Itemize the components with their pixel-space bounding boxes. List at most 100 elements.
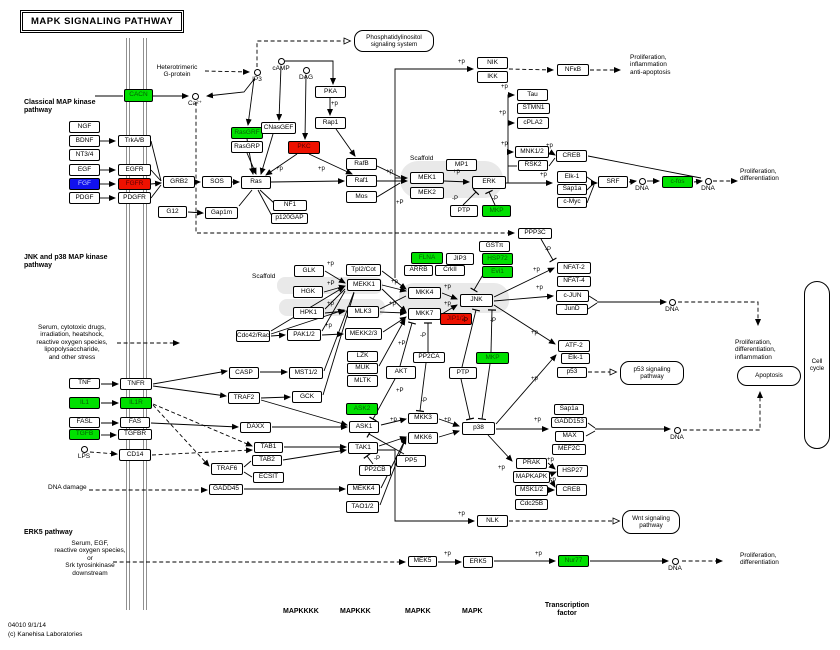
node-p38[interactable]: p38 (462, 422, 495, 435)
node-nik[interactable]: NIK (477, 57, 508, 69)
node-daxx[interactable]: DAXX (240, 422, 271, 433)
pathway-ref-wnt-signaling[interactable]: Wnt signaling pathway (622, 510, 680, 534)
node-pp2ca[interactable]: PP2CA (413, 352, 445, 363)
node-tak1[interactable]: TAK1 (348, 442, 378, 454)
node-cpla2[interactable]: cPLA2 (517, 117, 549, 129)
node-tau[interactable]: Tau (517, 89, 548, 101)
node-arrb[interactable]: ARRB (404, 265, 433, 276)
node-ecsit[interactable]: ECSIT (253, 472, 284, 483)
node-pp2cb[interactable]: PP2CB (359, 465, 391, 476)
node-jund[interactable]: JunD (556, 304, 588, 315)
node-gadd153[interactable]: GADD153 (551, 417, 587, 428)
node-akt[interactable]: AKT (386, 366, 416, 379)
node-mst1-2[interactable]: MST1/2 (289, 367, 323, 379)
node-tgfb[interactable]: TGFB (69, 429, 100, 440)
node-sap1a[interactable]: Sap1a (557, 184, 587, 195)
node-mapkapk[interactable]: MAPKAPK (513, 471, 550, 483)
node-gck[interactable]: GCK (292, 391, 322, 403)
node-nfat-4[interactable]: NFAT-4 (557, 276, 591, 287)
node-erk[interactable]: ERK (472, 176, 506, 189)
node-muk[interactable]: MUK (347, 363, 378, 374)
node-creb[interactable]: CREB (556, 150, 587, 162)
node-ask2[interactable]: ASK2 (346, 403, 378, 415)
node-cdc42-rac[interactable]: Cdc42/Rac (236, 330, 270, 342)
node-egf[interactable]: EGF (69, 164, 100, 176)
node-tnfr[interactable]: TNFR (120, 378, 152, 390)
node-tab1[interactable]: TAB1 (254, 442, 283, 453)
node-jip3[interactable]: JIP3 (446, 253, 474, 265)
node-mkp[interactable]: MKP (482, 205, 511, 217)
node-cacn[interactable]: CACN (124, 89, 153, 102)
node-jip1-2[interactable]: JIP1/2 (440, 313, 472, 325)
node-mkk7[interactable]: MKK7 (408, 308, 441, 320)
node-pdgfr[interactable]: PDGFR (118, 192, 151, 204)
node-evi1[interactable]: Evi1 (482, 266, 513, 278)
node-crkii[interactable]: CrkII (435, 265, 465, 276)
node-pka[interactable]: PKA (315, 86, 346, 98)
node-ppp3c[interactable]: PPP3C (518, 228, 552, 239)
node-creb[interactable]: CREB (556, 484, 587, 496)
node-egfr[interactable]: EGFR (118, 164, 151, 176)
node-mek1[interactable]: MEK1 (410, 172, 444, 184)
node-elk-1[interactable]: Elk-1 (557, 171, 587, 183)
node-tao1-2[interactable]: TAO1/2 (346, 501, 379, 513)
node-gap1m[interactable]: Gap1m (205, 207, 238, 219)
node-mekk4[interactable]: MEKK4 (347, 484, 380, 495)
node-erk5[interactable]: ERK5 (463, 556, 493, 568)
node-mekk2-3[interactable]: MEKK2/3 (345, 328, 382, 340)
pathway-ref-apoptosis[interactable]: Apoptosis (737, 366, 801, 386)
node-tab2[interactable]: TAB2 (252, 455, 282, 466)
node-mek5[interactable]: MEK5 (408, 556, 437, 567)
node-flna[interactable]: FLNA (411, 252, 443, 264)
node-nfat-2[interactable]: NFAT-2 (557, 262, 591, 274)
node-ikk[interactable]: IKK (477, 71, 508, 83)
node-nf1[interactable]: NF1 (273, 200, 307, 211)
node-msk1-2[interactable]: MSK1/2 (515, 485, 548, 496)
node-raf1[interactable]: Raf1 (346, 175, 377, 187)
node-atf-2[interactable]: ATF-2 (558, 340, 590, 352)
node-nur77[interactable]: Nur77 (558, 555, 589, 567)
pathway-ref-cell[interactable]: Cell cycle (804, 281, 830, 449)
node-cnasgef[interactable]: CNasGEF (261, 122, 296, 134)
node-hgk[interactable]: HGK (293, 286, 323, 298)
node-fasl[interactable]: FASL (69, 417, 100, 428)
node-gst[interactable]: GSTπ (479, 241, 510, 252)
node-stmn1[interactable]: STMN1 (517, 103, 550, 114)
node-pdgf[interactable]: PDGF (69, 192, 100, 204)
node-c-myc[interactable]: c-Myc (557, 197, 587, 208)
node-fgf[interactable]: FGF (69, 178, 100, 190)
pathway-ref-p53-signaling[interactable]: p53 signaling pathway (620, 361, 684, 385)
node-mp1[interactable]: MP1 (446, 159, 477, 171)
node-mkk4[interactable]: MKK4 (408, 287, 441, 299)
node-ngf[interactable]: NGF (69, 121, 100, 133)
node-c-jun[interactable]: c-JUN (556, 290, 589, 302)
node-casp[interactable]: CASP (229, 367, 259, 379)
node-mos[interactable]: Mos (346, 191, 377, 203)
node-pkc[interactable]: PKC (288, 141, 320, 154)
node-mek2[interactable]: MEK2 (410, 187, 444, 199)
node-hsp27[interactable]: HSP27 (557, 465, 588, 477)
node-fgfr[interactable]: FGFR (118, 178, 151, 190)
node-il1r[interactable]: IL1R (120, 397, 152, 409)
node-elk-1[interactable]: Elk-1 (561, 353, 590, 364)
node-traf2[interactable]: TRAF2 (228, 392, 260, 404)
node-trka-b[interactable]: TrkA/B (118, 135, 151, 147)
node-il1[interactable]: IL1 (69, 397, 100, 409)
node-mef2c[interactable]: MEF2C (552, 444, 586, 455)
node-pak1-2[interactable]: PAK1/2 (287, 329, 321, 341)
node-cd14[interactable]: CD14 (119, 449, 151, 461)
node-traf6[interactable]: TRAF6 (211, 463, 243, 475)
node-cdc25b[interactable]: Cdc25B (515, 499, 548, 510)
node-bdnf[interactable]: BDNF (69, 135, 100, 147)
node-mkk6[interactable]: MKK6 (408, 432, 438, 444)
node-glk[interactable]: GLK (294, 265, 324, 277)
node-jnk[interactable]: JNK (460, 294, 493, 307)
node-lzk[interactable]: LZK (347, 351, 378, 362)
node-pp5[interactable]: PP5 (396, 455, 426, 467)
node-tnf[interactable]: TNF (69, 378, 100, 389)
node-sos[interactable]: SOS (202, 176, 232, 188)
pathway-ref-phosphatidylinositol[interactable]: Phosphatidylinositol signaling system (354, 30, 434, 52)
node-nf-b[interactable]: NFκB (557, 64, 589, 76)
node-srf[interactable]: SRF (598, 176, 628, 188)
node-c-fos[interactable]: c-fos (662, 176, 693, 188)
